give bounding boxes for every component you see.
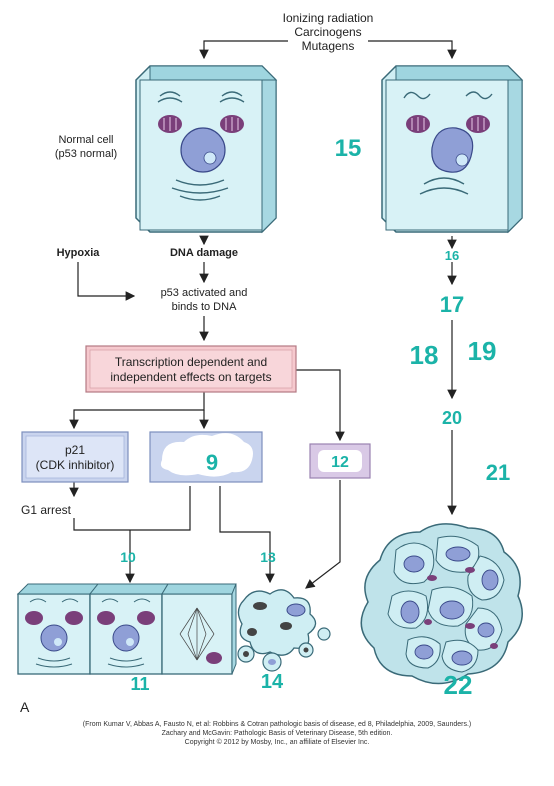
- g1-arrest-label: G1 arrest: [21, 503, 72, 517]
- credit-line-1: (From Kumar V, Abbas A, Fausto N, et al:…: [82, 721, 472, 728]
- damaged-cell-illustration: [381, 65, 524, 234]
- handwritten-14: 14: [261, 671, 284, 693]
- apoptotic-bodies: [237, 589, 331, 672]
- normal-cell-sublabel: (p53 normal): [55, 148, 117, 160]
- p21-sublabel: (CDK inhibitor): [36, 458, 115, 472]
- transcription-box: [85, 345, 297, 393]
- handwritten-11: 11: [130, 674, 149, 694]
- panel-letter: A: [20, 699, 30, 715]
- normal-cell-illustration: [135, 65, 278, 234]
- handwritten-21: 21: [486, 460, 510, 485]
- normal-cell-label: Normal cell: [58, 134, 113, 146]
- handwritten-20: 20: [442, 408, 462, 428]
- handwritten-10: 10: [120, 549, 136, 565]
- handwritten-12: 12: [331, 454, 349, 471]
- credit-line-2: Zachary and McGavin: Pathologic Basis of…: [161, 730, 393, 737]
- handwritten-19: 19: [468, 336, 497, 366]
- handwritten-22: 22: [444, 670, 473, 700]
- handwritten-18: 18: [410, 340, 439, 370]
- transcription-label: Transcription dependent and: [115, 355, 267, 369]
- dna-damage-label: DNA damage: [170, 247, 238, 259]
- handwritten-13: 13: [260, 549, 276, 565]
- p53-activated-label: p53 activated and: [161, 287, 248, 299]
- left-pathway-arrows: [69, 235, 345, 589]
- cause-carcinogens: Carcinogens: [294, 25, 361, 39]
- p53-binds-label: binds to DNA: [172, 301, 237, 313]
- cause-arrows: [199, 40, 457, 60]
- handwritten-17: 17: [440, 292, 464, 317]
- handwritten-15: 15: [335, 135, 362, 162]
- g1-arrested-cells: [16, 583, 237, 675]
- cause-mutagens: Mutagens: [302, 39, 355, 53]
- blanked-target-box-9: [149, 431, 263, 483]
- handwritten-9: 9: [206, 450, 218, 475]
- credit-line-3: Copyright © 2012 by Mosby, Inc., an affi…: [184, 739, 370, 746]
- tumor-cell-mass: [360, 523, 523, 685]
- blanked-target-box-12: [309, 443, 371, 479]
- hypoxia-label: Hypoxia: [57, 247, 101, 259]
- p21-box: [21, 431, 129, 483]
- handwritten-16: 16: [445, 248, 459, 263]
- p21-label: p21: [65, 443, 85, 457]
- cause-ionizing-radiation: Ionizing radiation: [283, 11, 374, 25]
- transcription-sublabel: independent effects on targets: [110, 370, 271, 384]
